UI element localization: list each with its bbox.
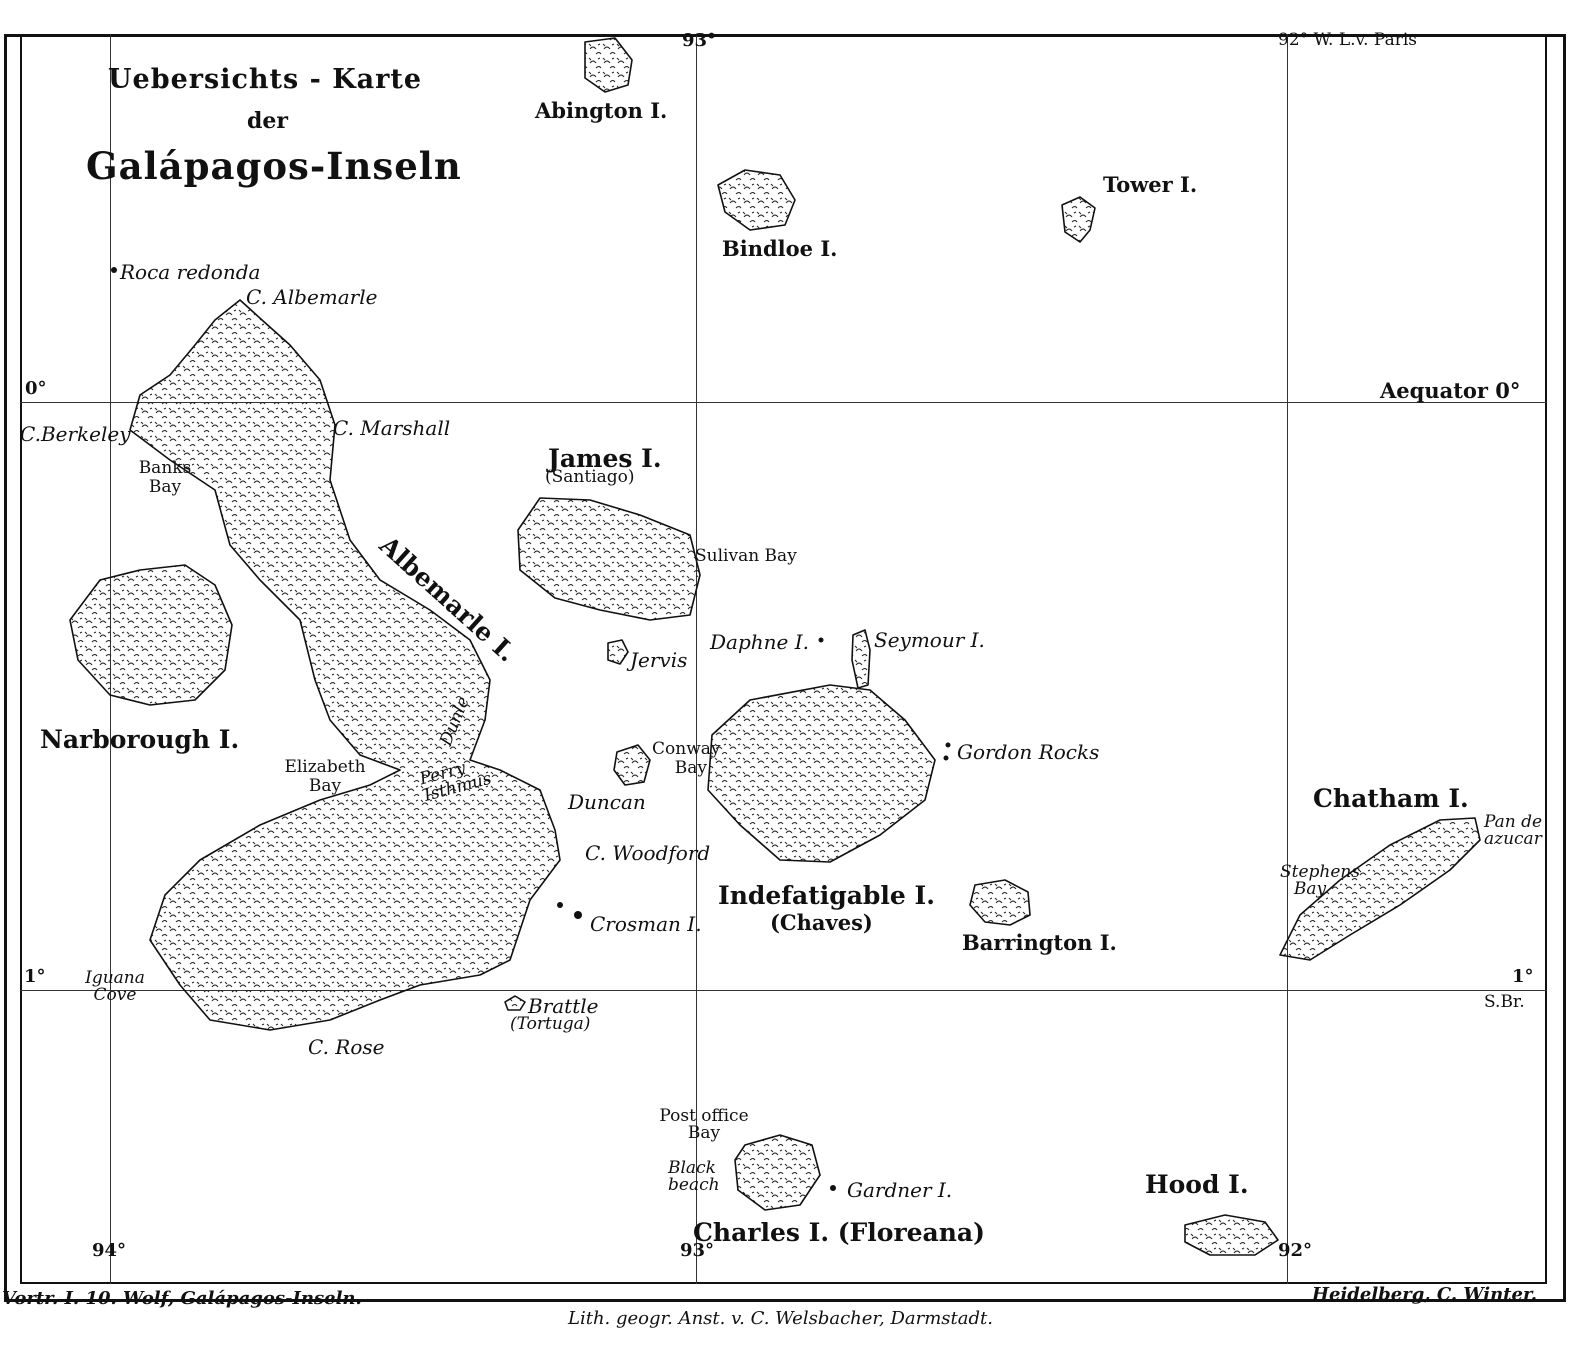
gardner-islet xyxy=(830,1185,836,1191)
lat-label-1-left: 1° xyxy=(24,966,46,987)
label-brattle-alt: (Tortuga) xyxy=(510,1014,591,1034)
label-post-office-bay: Post office Bay xyxy=(659,1106,749,1143)
map-inner-frame xyxy=(20,34,1547,1284)
label-sulivan-bay: Sulivan Bay xyxy=(695,546,797,566)
gordon-rock-a xyxy=(945,742,951,748)
lon-label-92-bottom: 92° xyxy=(1278,1240,1313,1261)
label-conway-bay: Conway Bay xyxy=(652,739,721,778)
daphne-rock xyxy=(818,637,824,643)
brattle-island xyxy=(504,995,526,1011)
map-title-line-3: Galápagos-Inseln xyxy=(86,144,462,188)
label-duncan: Duncan xyxy=(568,790,646,814)
label-bindloe: Bindloe I. xyxy=(722,236,838,261)
label-indefatigable: Indefatigable I. xyxy=(718,881,935,910)
chatham-island xyxy=(1279,817,1481,961)
label-hood: Hood I. xyxy=(1145,1170,1249,1199)
label-stephens-bay: Stephens Bay xyxy=(1280,862,1361,899)
james-island xyxy=(517,497,701,621)
lat-label-1-right: 1° xyxy=(1512,966,1534,987)
label-c-berkeley: C.Berkeley xyxy=(20,422,131,446)
label-brattle: Brattle xyxy=(528,994,599,1018)
footer-right: Heidelberg, C. Winter. xyxy=(1312,1284,1538,1305)
label-c-rose: C. Rose xyxy=(308,1035,385,1059)
map-title-line-1: Uebersichts - Karte xyxy=(108,64,423,95)
label-seymour: Seymour I. xyxy=(874,628,985,652)
crosman-islet-b xyxy=(574,911,582,919)
lon-label-93-bottom: 93° xyxy=(680,1240,715,1261)
label-narborough: Narborough I. xyxy=(40,725,240,754)
label-roca-redonda: Roca redonda xyxy=(120,260,261,284)
lat-label-1-right-sub: S.Br. xyxy=(1484,992,1525,1012)
label-elizabeth-bay: Elizabeth Bay xyxy=(284,757,366,796)
meridian-92 xyxy=(1287,34,1288,1284)
label-jervis: Jervis xyxy=(630,648,688,672)
label-banks-bay: Banks Bay xyxy=(138,458,192,497)
duncan-island xyxy=(613,744,651,786)
lon-label-93-top: 93° xyxy=(682,30,717,51)
label-c-albemarle: C. Albemarle xyxy=(246,285,378,309)
parallel-1-south xyxy=(20,990,1547,991)
footer-left: Vortr. I. 10. Wolf, Galápagos-Inseln. xyxy=(2,1288,362,1309)
seymour-island xyxy=(851,629,871,689)
label-james: James I. xyxy=(548,444,662,473)
gordon-rock-b xyxy=(943,755,949,761)
label-chatham: Chatham I. xyxy=(1313,784,1469,813)
lon-label-92-top: 92° W. L.v. Paris xyxy=(1278,30,1418,50)
label-daphne: Daphne I. xyxy=(710,630,809,654)
meridian-93 xyxy=(696,34,697,1284)
label-barrington: Barrington I. xyxy=(962,930,1117,955)
abington-island xyxy=(584,37,633,93)
barrington-island xyxy=(969,879,1031,926)
footer-center: Lith. geogr. Anst. v. C. Welsbacher, Dar… xyxy=(568,1308,993,1329)
label-gardner: Gardner I. xyxy=(847,1178,953,1202)
label-black-beach: Black beach xyxy=(668,1158,720,1195)
jervis-island xyxy=(607,639,629,665)
label-crosman: Crosman I. xyxy=(590,912,702,936)
label-charles: Charles I. (Floreana) xyxy=(693,1218,985,1247)
narborough-island xyxy=(69,564,233,706)
label-iguana-cove: Iguana Cove xyxy=(85,968,145,1005)
lat-label-0-left: 0° xyxy=(25,378,47,399)
parallel-equator xyxy=(20,402,1547,403)
albemarle-island xyxy=(129,299,561,1031)
hood-island xyxy=(1184,1214,1279,1256)
label-pan-de-azucar: Pan de azucar xyxy=(1484,812,1543,849)
charles-island xyxy=(734,1134,821,1211)
lon-label-94-bottom: 94° xyxy=(92,1240,127,1261)
map-title-line-2: der xyxy=(247,108,288,134)
label-indefatigable-alt: (Chaves) xyxy=(770,910,873,935)
label-gordon-rocks: Gordon Rocks xyxy=(957,740,1100,764)
bindloe-island xyxy=(717,169,796,231)
label-c-woodford: C. Woodford xyxy=(585,841,711,865)
label-james-alt: (Santiago) xyxy=(545,467,635,487)
map-outer-frame xyxy=(4,34,1566,1302)
indefatigable-island xyxy=(707,684,936,863)
tower-island xyxy=(1061,196,1096,243)
label-abington: Abington I. xyxy=(535,98,668,123)
roca-redonda-rock xyxy=(111,267,117,273)
label-tower: Tower I. xyxy=(1103,172,1198,197)
crosman-islet-a xyxy=(557,902,563,908)
label-c-marshall: C. Marshall xyxy=(333,416,451,440)
lat-label-0-right: Aequator 0° xyxy=(1380,378,1521,403)
